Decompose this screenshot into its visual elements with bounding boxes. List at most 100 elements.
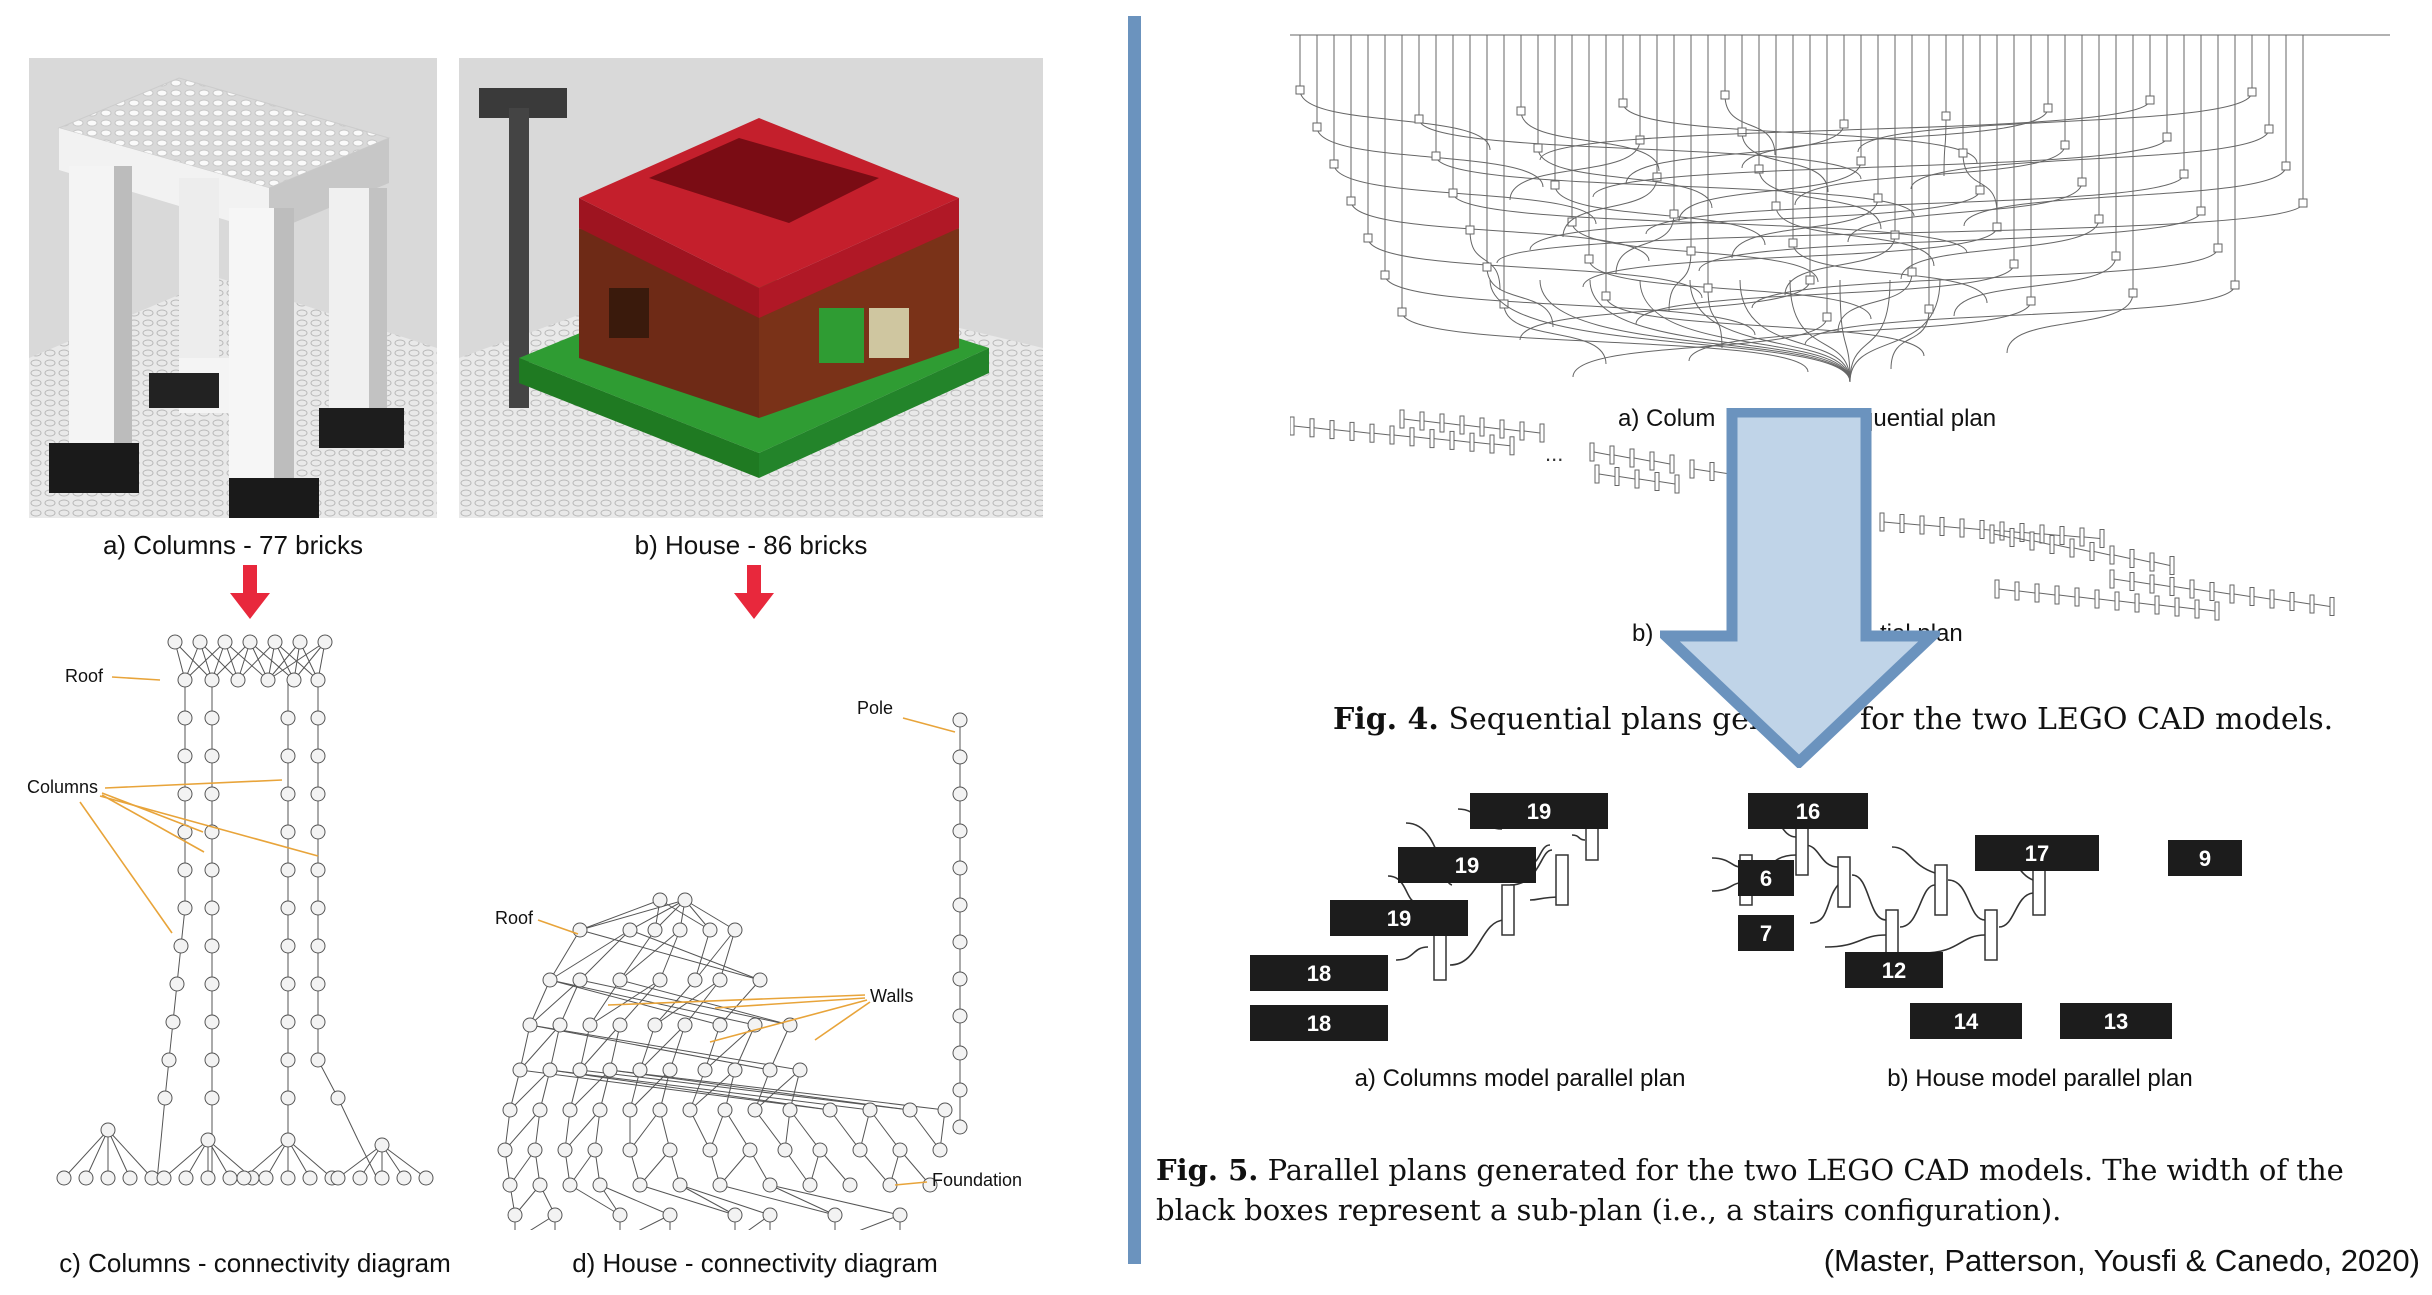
graph-node: [622, 1102, 638, 1118]
graph-edge: [1593, 451, 1611, 456]
graph-node: [862, 1102, 878, 1118]
plan-node: [2099, 529, 2105, 548]
graph-node: [522, 1017, 538, 1033]
pole-annotation: Pole: [857, 698, 893, 718]
plan-edge: [1794, 35, 2066, 206]
graph-edge: [529, 1024, 771, 1071]
graph-node: [374, 1170, 390, 1186]
graph-node: [892, 1142, 908, 1158]
plan-node: [1489, 434, 1495, 454]
plan-edge: [1299, 35, 1491, 151]
graph-edge: [1503, 428, 1521, 432]
house-model-caption: b) House - 86 bricks: [634, 530, 868, 560]
subplan-box: [2168, 840, 2242, 876]
plan-edge: [1804, 35, 2236, 346]
plan-edge: [1489, 279, 1851, 383]
graph-node: [952, 1008, 968, 1024]
plan-node: [1635, 135, 1645, 145]
graph-node: [230, 672, 246, 688]
plan-node: [1414, 114, 1424, 124]
plan-node: [2329, 597, 2335, 616]
graph-edge: [184, 641, 226, 681]
plan-node: [1754, 164, 1764, 174]
plan-node: [1686, 246, 1696, 256]
graph-node: [587, 1142, 603, 1158]
subplan-box-label: 19: [1387, 906, 1411, 931]
graph-edge: [1883, 521, 1901, 524]
vertical-divider: [1128, 16, 1141, 1264]
graph-node: [204, 938, 220, 954]
graph-edge: [2213, 591, 2231, 595]
graph-edge: [1523, 430, 1541, 434]
plan-node: [2264, 124, 2274, 134]
plan-node: [2214, 601, 2220, 621]
graph-edge: [619, 979, 791, 1026]
graph-node: [292, 634, 308, 650]
graph-node: [512, 1062, 528, 1078]
graph-edge: [1313, 427, 1331, 431]
graph-edge: [1693, 468, 1711, 472]
graph-node: [200, 1132, 216, 1148]
graph-node: [762, 1207, 778, 1223]
graph-edge: [579, 1069, 911, 1111]
graph-edge: [1443, 422, 1461, 426]
plan-node: [1669, 209, 1679, 219]
graph-edge: [564, 1109, 601, 1151]
columns-diagram-caption: c) Columns - connectivity diagram: [59, 1248, 451, 1278]
plan-node: [1941, 111, 1951, 121]
graph-edge: [719, 979, 761, 1026]
subplan-box-label: 14: [1954, 1009, 1979, 1034]
fig4-subcaption-a-right: quential plan: [1860, 405, 1997, 432]
graph-edge: [1483, 426, 1501, 430]
graph-node: [280, 1132, 296, 1148]
plan-edge: [1486, 35, 1554, 328]
plan-node: [2060, 140, 2070, 150]
citation: (Master, Patterson, Yousfi & Canedo, 202…: [1823, 1243, 2420, 1278]
plan-node: [1939, 517, 1945, 536]
graph-edge: [107, 1129, 131, 1179]
fig5-text-line1: Parallel plans generated for the two LEG…: [1267, 1153, 2344, 1187]
graph-edge: [107, 1129, 153, 1179]
graph-node: [777, 1142, 793, 1158]
graph-edge: [2153, 561, 2171, 566]
subplan-box-label: 12: [1882, 958, 1906, 983]
graph-node: [827, 1207, 843, 1223]
graph-node: [572, 972, 588, 988]
plan-node: [2111, 251, 2121, 261]
plan-node: [2189, 579, 2195, 599]
graph-edge: [2313, 603, 2331, 607]
graph-node: [662, 1142, 678, 1158]
graph-edge: [2033, 540, 2051, 545]
graph-edge: [704, 1024, 721, 1071]
graph-node: [572, 1062, 588, 1078]
plan-node: [1720, 90, 1730, 100]
graph-edge: [1333, 429, 1351, 432]
graph-edge: [769, 1184, 901, 1216]
graph-edge: [579, 929, 761, 981]
plan-edge: [1839, 279, 1851, 383]
plan-node: [2230, 280, 2240, 290]
plan-edge: [1678, 35, 1862, 222]
graph-node: [204, 1052, 220, 1068]
graph-edge: [769, 1024, 791, 1071]
graph-node: [952, 897, 968, 913]
graph-edge: [2293, 601, 2311, 605]
graph-edge: [869, 1109, 901, 1151]
plan-edge: [1943, 35, 1947, 177]
plan-edge: [1849, 279, 1891, 383]
plan-node: [1363, 233, 1373, 243]
graph-node: [280, 862, 296, 878]
plan-node: [1431, 151, 1441, 161]
graph-edge: [287, 1139, 333, 1179]
plan-edge: [1775, 35, 1935, 267]
graph-edge: [694, 929, 736, 981]
plan-node: [1737, 127, 1747, 137]
graph-edge: [529, 979, 581, 1026]
plan-node: [2149, 552, 2155, 572]
plan-edge: [1350, 35, 1650, 262]
plan-node: [1999, 521, 2005, 541]
fig4-text-left: Sequential plans gen: [1448, 702, 1769, 737]
graph-edge: [2083, 536, 2101, 539]
graph-node: [192, 634, 208, 650]
graph-edge: [1433, 438, 1451, 441]
